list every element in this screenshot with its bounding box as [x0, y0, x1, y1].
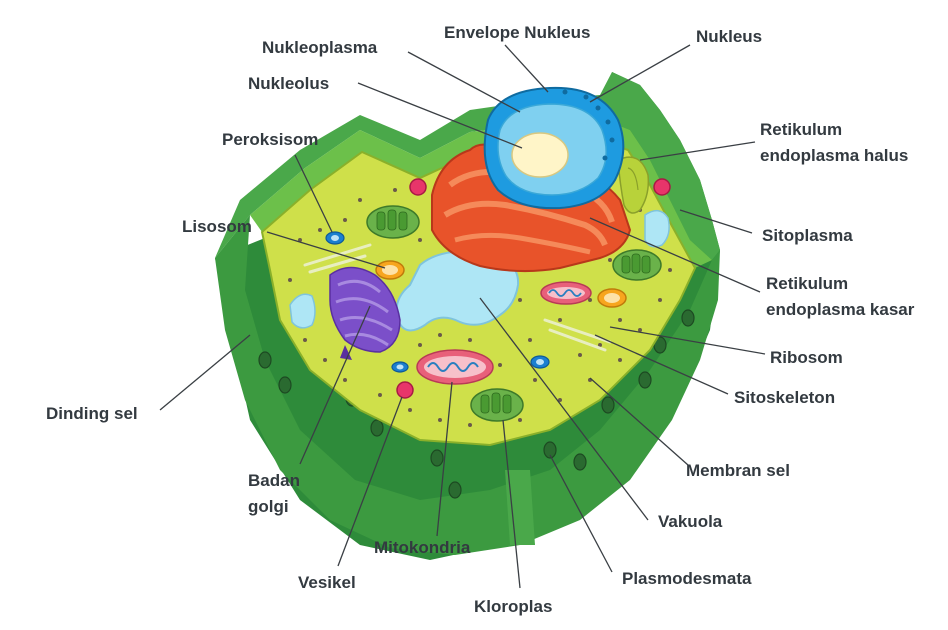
- plasmodesmata-pores: [258, 309, 695, 499]
- label-plasmodesmata: Plasmodesmata: [622, 569, 752, 588]
- labels: Nukleoplasma Envelope Nukleus Nukleus Nu…: [46, 23, 915, 616]
- label-retikulum-halus-2: endoplasma halus: [760, 146, 908, 165]
- label-ribosom: Ribosom: [770, 348, 843, 367]
- nucleus: [483, 86, 625, 210]
- label-dinding-sel: Dinding sel: [46, 404, 138, 423]
- label-peroksisom: Peroksisom: [222, 130, 318, 149]
- label-kloroplas: Kloroplas: [474, 597, 552, 616]
- label-vakuola: Vakuola: [658, 512, 723, 531]
- vesicles: [396, 178, 671, 399]
- label-retikulum-halus-1: Retikulum: [760, 120, 842, 139]
- label-envelope-nukleus: Envelope Nukleus: [444, 23, 590, 42]
- smooth-er: [617, 156, 650, 214]
- peroxisomes: [325, 231, 550, 373]
- label-lisosom: Lisosom: [182, 217, 252, 236]
- mitochondria: [416, 281, 592, 385]
- label-retikulum-kasar-1: Retikulum: [766, 274, 848, 293]
- label-vesikel: Vesikel: [298, 573, 356, 592]
- lysosomes: [375, 260, 627, 308]
- label-membran-sel: Membran sel: [686, 461, 790, 480]
- label-nukleoplasma: Nukleoplasma: [262, 38, 378, 57]
- label-mitokondria: Mitokondria: [374, 538, 471, 557]
- chloroplasts: [366, 205, 662, 422]
- label-nukleus: Nukleus: [696, 27, 762, 46]
- label-nukleolus: Nukleolus: [248, 74, 329, 93]
- label-sitoplasma: Sitoplasma: [762, 226, 853, 245]
- nucleolus: [511, 132, 569, 178]
- label-badan-golgi-2: golgi: [248, 497, 289, 516]
- vacuole-small: [644, 209, 670, 248]
- label-sitoskeleton: Sitoskeleton: [734, 388, 835, 407]
- label-badan-golgi-1: Badan: [248, 471, 300, 490]
- leader-lines: [159, 44, 766, 589]
- vacuole-small-left: [289, 293, 316, 329]
- label-retikulum-kasar-2: endoplasma kasar: [766, 300, 915, 319]
